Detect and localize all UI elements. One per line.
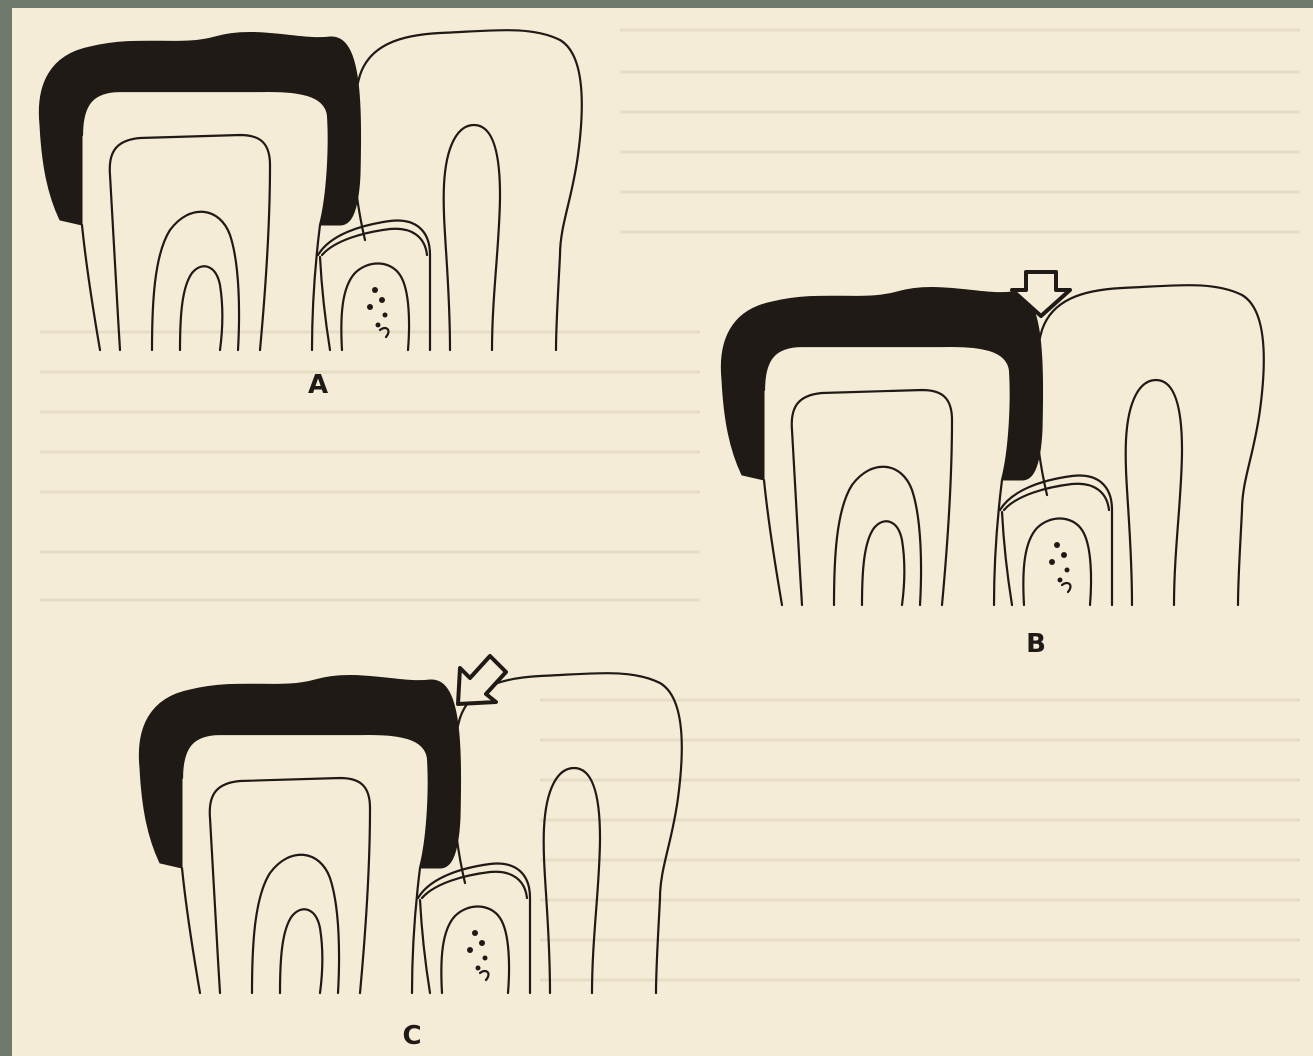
panel-b-label: B (1026, 629, 1046, 659)
arrow-diagonal-icon (458, 656, 506, 704)
panel-c: C (139, 656, 681, 1051)
panel-b: B (721, 272, 1263, 659)
panel-a-label: A (308, 370, 328, 400)
tooth-pair-a (39, 30, 581, 350)
tooth-pair-b (721, 285, 1263, 605)
tooth-pair-c (139, 673, 681, 993)
panel-a: A (39, 30, 581, 400)
panel-c-label: C (402, 1021, 421, 1051)
